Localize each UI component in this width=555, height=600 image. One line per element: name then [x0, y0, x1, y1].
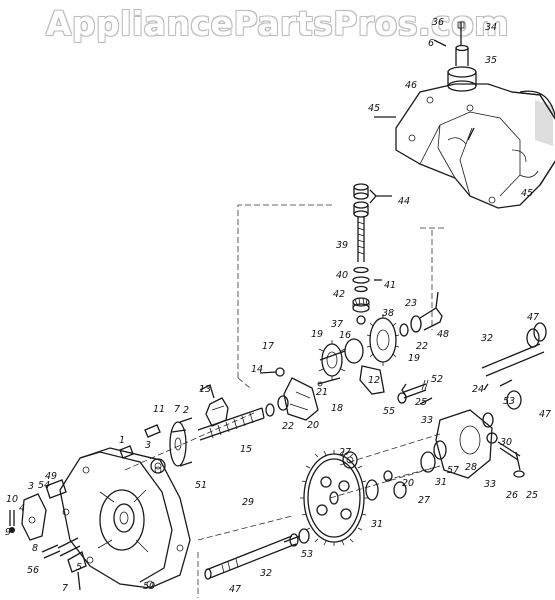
part-label-p33a: 33 — [421, 415, 433, 426]
part-label-p19b: 19 — [408, 353, 420, 364]
part-label-p42: 42 — [333, 289, 345, 300]
right-axle-shaft — [481, 322, 547, 410]
part-label-p56: 56 — [27, 565, 39, 576]
part-label-p57: 57 — [447, 465, 459, 476]
part-label-p51: 51 — [195, 480, 207, 491]
part-label-p11: 11 — [153, 404, 165, 415]
part-label-p47b: 47 — [539, 409, 551, 420]
part-label-p29: 29 — [242, 497, 254, 508]
part-label-p2: 2 — [183, 405, 189, 416]
part-label-p3b: 3 — [28, 481, 34, 492]
part-label-p33b: 33 — [484, 479, 496, 490]
part-label-p1: 1 — [119, 435, 125, 446]
part-label-p44: 44 — [398, 196, 410, 207]
part-label-p35: 35 — [485, 55, 497, 66]
part-label-p16: 16 — [339, 330, 351, 341]
input-shaft-assembly — [119, 367, 341, 474]
part-label-p53a: 53 — [503, 396, 515, 407]
part-label-p15: 15 — [240, 444, 252, 455]
shift-linkage — [9, 479, 87, 591]
assembly-lines — [124, 204, 445, 598]
part-label-p28: 28 — [465, 462, 477, 473]
part-label-p6: 6 — [428, 38, 434, 49]
part-label-p26: 26 — [506, 490, 518, 501]
part-label-p31b: 31 — [371, 519, 383, 530]
part-label-p24: 24 — [472, 384, 484, 395]
part-label-p20b: 20 — [402, 478, 414, 489]
part-label-p55: 55 — [383, 406, 395, 417]
part-label-p32a: 32 — [481, 333, 493, 344]
vertical-shaft-stack — [352, 183, 392, 325]
part-label-p45b: 45 — [521, 188, 533, 199]
part-label-p39: 39 — [336, 240, 348, 251]
part-label-p41: 41 — [384, 280, 396, 291]
part-label-p52: 52 — [431, 374, 443, 385]
part-label-p36: 36 — [432, 17, 444, 28]
part-label-p50: 50 — [143, 581, 155, 592]
part-label-p32b: 32 — [260, 568, 272, 579]
part-label-p14: 14 — [251, 364, 263, 375]
part-label-p7b: 7 — [62, 583, 68, 594]
part-label-p45a: 45 — [368, 103, 380, 114]
part-label-p49: 49 — [45, 471, 57, 482]
part-label-p22a: 22 — [416, 341, 428, 352]
part-label-p47a: 47 — [527, 312, 539, 323]
lower-output-shaft — [204, 528, 310, 580]
differential-gears — [318, 291, 443, 399]
part-label-p5: 5 — [76, 562, 82, 573]
part-label-p8: 8 — [32, 543, 38, 554]
part-label-p18: 18 — [331, 403, 343, 414]
reduction-gears — [283, 392, 525, 546]
part-label-p4: 4 — [19, 503, 25, 514]
part-label-p46: 46 — [405, 80, 417, 91]
part-label-p25a: 25 — [415, 397, 427, 408]
part-label-p20: 20 — [307, 420, 319, 431]
part-label-p25b: 25 — [526, 490, 538, 501]
part-label-p30: 30 — [500, 437, 512, 448]
part-label-p7a: 7 — [174, 404, 180, 415]
part-label-p19a: 19 — [311, 329, 323, 340]
part-label-p12: 12 — [368, 375, 380, 386]
part-label-p9: 9 — [5, 527, 11, 538]
part-label-p27b: 27 — [418, 495, 430, 506]
part-label-p53b: 53 — [301, 549, 313, 560]
part-label-p10: 10 — [6, 494, 18, 505]
part-label-p31a: 31 — [435, 477, 447, 488]
part-label-p37: 37 — [331, 319, 343, 330]
part-label-p13: 13 — [199, 384, 211, 395]
part-label-p21: 21 — [316, 387, 328, 398]
part-label-p48: 48 — [437, 329, 449, 340]
part-label-p34: 34 — [485, 22, 497, 33]
part-label-p40: 40 — [336, 270, 348, 281]
side-cover — [59, 447, 191, 589]
part-label-p47c: 47 — [229, 584, 241, 595]
upper-housing — [374, 21, 555, 209]
part-label-p38: 38 — [382, 308, 394, 319]
part-label-p27a: 27 — [339, 447, 351, 458]
part-label-p23: 23 — [405, 298, 417, 309]
part-label-p22b: 22 — [282, 421, 294, 432]
part-label-p54: 54 — [38, 480, 50, 491]
part-label-p17: 17 — [262, 341, 274, 352]
part-label-p3a: 3 — [145, 440, 151, 451]
